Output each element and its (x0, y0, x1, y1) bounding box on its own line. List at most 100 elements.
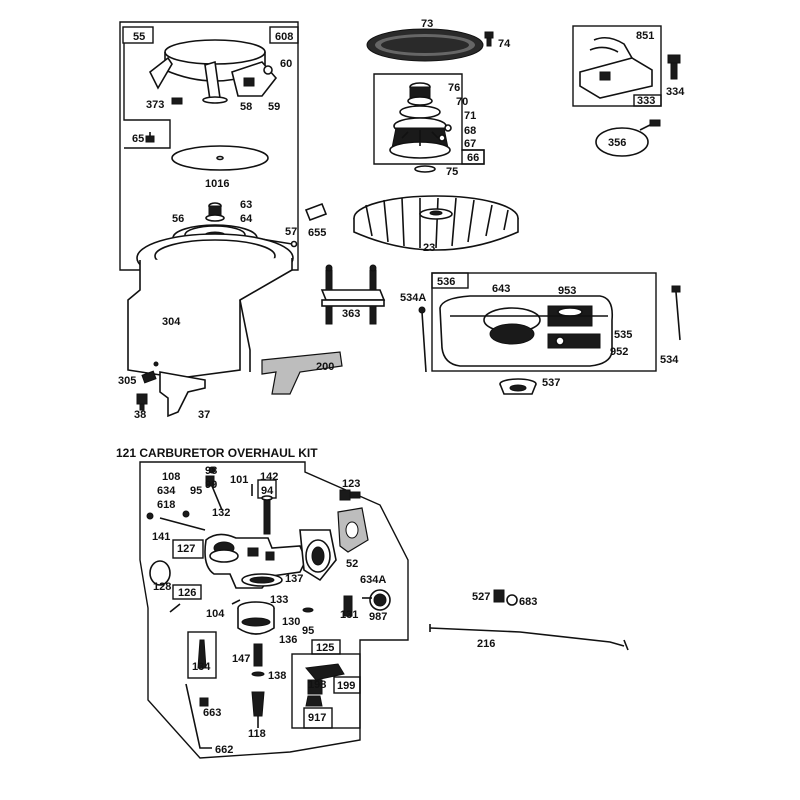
box-55 (122, 26, 154, 44)
bowl-gasket-137 (241, 573, 283, 587)
washer-75 (414, 165, 436, 173)
label-987: 987 (369, 611, 387, 623)
link-662 (185, 683, 212, 749)
label-38: 38 (134, 409, 146, 421)
clutch-assembly (389, 82, 452, 159)
box-66 (461, 149, 485, 165)
float-bowl-133-136 (231, 599, 275, 635)
label-63: 63 (240, 199, 252, 211)
cap-537 (499, 378, 537, 395)
label-55: 55 (133, 31, 145, 43)
label-643: 643 (492, 283, 510, 295)
starter-disc-1016 (171, 145, 269, 171)
box-333-frame (572, 25, 662, 107)
label-66: 66 (467, 152, 479, 164)
label-68: 68 (464, 125, 476, 137)
clip-655 (304, 202, 328, 222)
bolt-123 (339, 489, 361, 501)
label-683: 683 (519, 596, 537, 608)
fuel-line-952 (547, 333, 601, 349)
box-199 (333, 676, 361, 694)
label-99: 99 (205, 479, 217, 491)
label-851: 851 (636, 30, 654, 42)
label-104: 104 (206, 608, 225, 620)
box-127 (172, 539, 204, 559)
bolt-305 (141, 370, 157, 384)
label-305: 305 (118, 375, 136, 387)
label-333: 333 (637, 95, 655, 107)
label-137: 137 (285, 573, 303, 585)
spring-130 (302, 607, 314, 613)
label-65: 65 (132, 133, 144, 145)
label-536: 536 (437, 276, 455, 288)
jet-142-94 (261, 495, 273, 535)
screw-334 (667, 54, 681, 80)
screw-74 (484, 31, 494, 47)
rod-534a (418, 306, 427, 373)
label-73: 73 (421, 18, 433, 30)
recoil-starter-group (119, 21, 299, 271)
spring-104 (169, 603, 181, 613)
needle-134 (197, 639, 207, 669)
label-59: 59 (268, 101, 280, 113)
box-536 (431, 272, 469, 289)
label-527: 527 (472, 591, 490, 603)
label-23: 23 (423, 242, 435, 254)
rod-216 (429, 624, 629, 651)
label-123: 123 (342, 478, 360, 490)
label-147: 147 (232, 653, 250, 665)
label-334: 334 (666, 86, 685, 98)
choke-shaft-132 (205, 466, 223, 511)
label-142: 142 (260, 471, 278, 483)
box-608 (269, 26, 299, 44)
bracket-363 (320, 264, 386, 325)
blower-housing-304 (127, 233, 294, 418)
label-537: 537 (542, 377, 560, 389)
label-108: 108 (162, 471, 180, 483)
label-132: 132 (212, 507, 230, 519)
label-94: 94 (261, 485, 274, 497)
box-65-frame (123, 43, 171, 149)
box-126 (172, 584, 202, 600)
label-56: 56 (172, 213, 184, 225)
bolt-663 (199, 697, 209, 707)
label-136: 136 (279, 634, 297, 646)
label-534a: 534A (400, 292, 426, 304)
label-662: 662 (215, 744, 233, 756)
ignition-armature-851 (579, 36, 653, 99)
label-655: 655 (308, 227, 326, 239)
label-198: 198 (308, 679, 326, 691)
governor-131-987 (343, 589, 391, 617)
kit-title: 121 CARBURETOR OVERHAUL KIT (116, 446, 318, 460)
plug-128 (149, 560, 171, 586)
label-199: 199 (337, 680, 355, 692)
label-58: 58 (240, 101, 252, 113)
label-76: 76 (448, 82, 460, 94)
label-634: 634 (157, 485, 176, 497)
label-663: 663 (203, 707, 221, 719)
label-634a: 634A (360, 574, 386, 586)
label-608: 608 (275, 31, 293, 43)
needle-118 (251, 691, 265, 728)
label-98: 98 (205, 465, 217, 477)
label-141: 141 (152, 531, 170, 543)
label-75: 75 (446, 166, 458, 178)
box-134-frame (187, 631, 217, 679)
label-373: 373 (146, 99, 164, 111)
clamp-917 (305, 695, 323, 707)
label-95-lower: 95 (302, 625, 314, 637)
label-534: 534 (660, 354, 679, 366)
spring-63-64 (205, 202, 225, 222)
label-356: 356 (608, 137, 626, 149)
label-134: 134 (192, 661, 211, 673)
label-917: 917 (308, 712, 326, 724)
label-37: 37 (198, 409, 210, 421)
fuel-tank-643 (439, 295, 614, 367)
label-118: 118 (248, 728, 266, 740)
label-131: 131 (340, 609, 358, 621)
label-200: 200 (316, 361, 334, 373)
label-57: 57 (285, 226, 297, 238)
label-71: 71 (464, 110, 476, 122)
label-125: 125 (316, 642, 334, 654)
label-74: 74 (498, 38, 511, 50)
